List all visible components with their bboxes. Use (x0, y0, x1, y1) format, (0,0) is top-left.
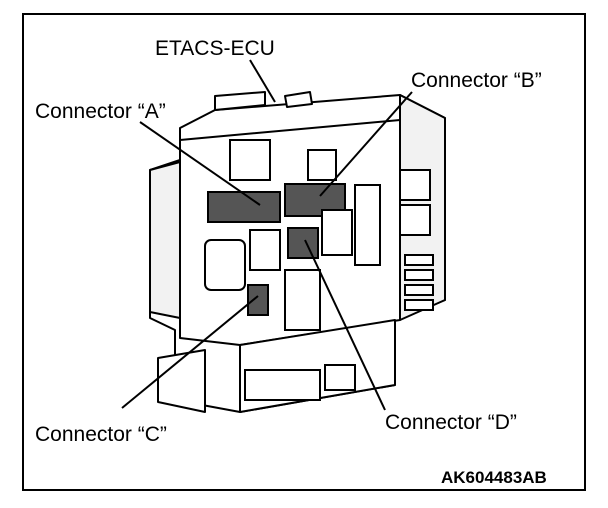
connector-a-block (207, 191, 281, 223)
etacs-ecu-label: ETACS-ECU (155, 37, 275, 60)
etacs-leader (249, 59, 276, 103)
connector-b-label: Connector “B” (411, 69, 542, 92)
connector-a-label: Connector “A” (35, 100, 166, 123)
connector-d-block (287, 227, 319, 259)
connector-c-label: Connector “C” (35, 423, 167, 446)
connector-b-leader (319, 91, 413, 197)
connector-a-leader (139, 121, 261, 206)
connector-c-block (247, 284, 269, 316)
connector-d-leader (304, 239, 386, 411)
connector-b-block (284, 183, 346, 217)
figure-code: AK604483AB (441, 468, 547, 487)
connector-c-leader (121, 295, 259, 409)
figure-frame (22, 13, 586, 491)
connector-d-label: Connector “D” (385, 411, 517, 434)
